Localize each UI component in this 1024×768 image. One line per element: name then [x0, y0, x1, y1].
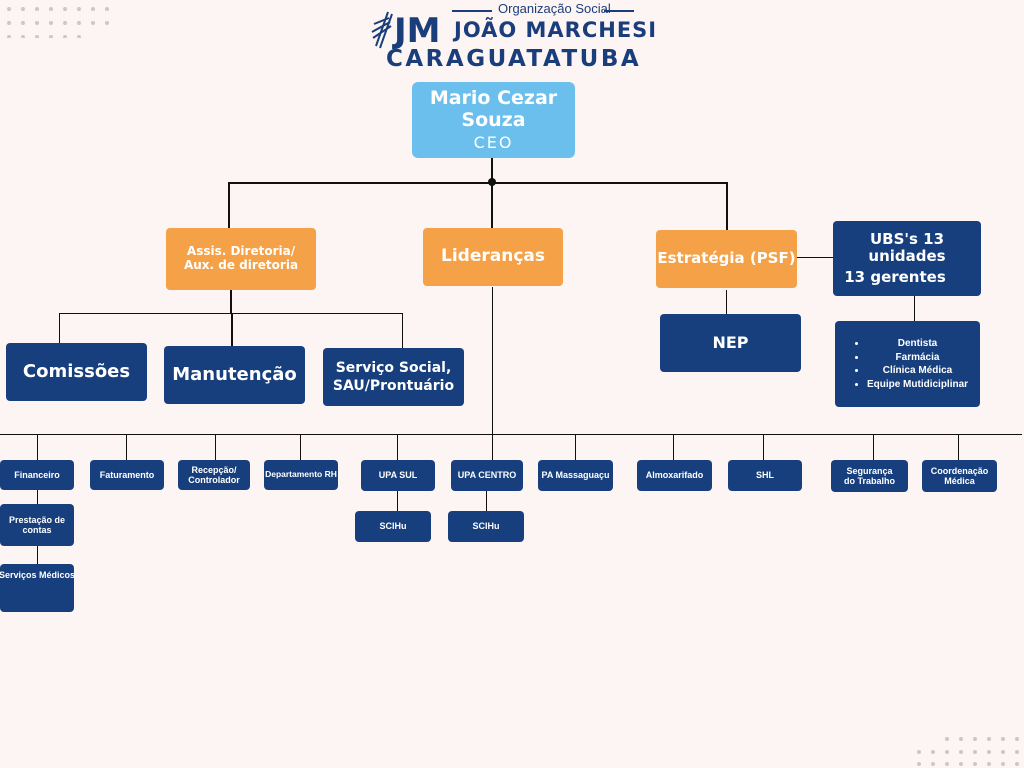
- connector: [37, 546, 38, 564]
- scihu-sul-node: SCIHu: [355, 511, 431, 542]
- rh-node: Departamento RH: [264, 460, 338, 490]
- liderancas-node: Lideranças: [423, 228, 563, 286]
- ceo-name: Mario Cezar Souza: [429, 86, 558, 131]
- connector: [397, 434, 398, 460]
- manutencao-node: Manutenção: [164, 346, 305, 404]
- logo-name: JOÃO MARCHESI: [454, 18, 658, 42]
- connector: [958, 434, 959, 460]
- ubs-service-item: Clínica Médica: [867, 365, 968, 377]
- connector: [797, 257, 833, 258]
- shl-node: SHL: [728, 460, 802, 491]
- seguranca-trabalho-node: Segurança do Trabalho: [831, 460, 908, 492]
- sau-prontuario-label: SAU/Prontuário: [332, 378, 455, 394]
- connector: [59, 313, 60, 343]
- prestacao-contas-node: Prestação de contas: [0, 504, 74, 546]
- ubs-services-node: Dentista Farmácia Clínica Médica Equipe …: [835, 321, 980, 407]
- scihu-centro-node: SCIHu: [448, 511, 524, 542]
- connector: [492, 287, 493, 434]
- connector: [763, 434, 764, 460]
- logo-city: CARAGUATATUBA: [386, 46, 642, 72]
- pa-massaguacu-node: PA Massaguaçu: [538, 460, 613, 491]
- connector: [491, 158, 493, 182]
- connector: [575, 434, 576, 460]
- dot-pattern-bottom-right: [917, 737, 1019, 766]
- connector: [491, 182, 493, 228]
- ceo-title: CEO: [473, 132, 514, 152]
- connector: [726, 290, 727, 314]
- ubs-units-label: UBS's 13 unidades: [868, 229, 946, 265]
- connector: [486, 491, 487, 511]
- ubs-services-list: Dentista Farmácia Clínica Médica Equipe …: [847, 336, 968, 392]
- connector: [228, 182, 230, 228]
- organization-logo: JM Organização Social JOÃO MARCHESI CARA…: [370, 0, 656, 72]
- financeiro-node: Financeiro: [0, 460, 74, 490]
- connector: [300, 434, 301, 460]
- connector: [726, 182, 728, 230]
- ubs-managers-label: 13 gerentes: [844, 268, 946, 287]
- ubs-service-item: Equipe Mutidiciplinar: [867, 379, 968, 391]
- ubs-node: UBS's 13 unidades 13 gerentes: [833, 221, 981, 296]
- faturamento-node: Faturamento: [90, 460, 164, 490]
- connector: [37, 434, 38, 460]
- connector: [228, 182, 728, 184]
- servicos-medicos-node: Serviços Médicos: [0, 564, 75, 612]
- connector: [492, 434, 493, 460]
- estrategia-psf-node: Estratégia (PSF): [656, 230, 797, 288]
- coordenacao-medica-node: Coordenação Médica: [922, 460, 997, 492]
- recepcao-node: Recepção/ Controlador: [178, 460, 250, 490]
- connector: [397, 491, 398, 511]
- svg-text:JM: JM: [392, 11, 438, 51]
- connector: [0, 434, 1022, 435]
- upa-sul-node: UPA SUL: [361, 460, 435, 491]
- ubs-service-item: Dentista: [867, 338, 968, 350]
- connector: [126, 434, 127, 460]
- comissoes-node: Comissões: [6, 343, 147, 401]
- connector: [215, 434, 216, 460]
- upa-centro-node: UPA CENTRO: [451, 460, 523, 491]
- servico-social-label: Serviço Social,: [335, 359, 452, 376]
- connector: [231, 313, 233, 346]
- servico-social-node: Serviço Social, SAU/Prontuário: [323, 348, 464, 406]
- connector: [673, 434, 674, 460]
- assistant-director-node: Assis. Diretoria/ Aux. de diretoria: [166, 228, 316, 290]
- profile-head-icon: JM: [371, 11, 438, 51]
- connector: [914, 291, 915, 321]
- connector: [37, 490, 38, 504]
- logo-org-label: Organização Social: [498, 1, 611, 16]
- ubs-service-item: Farmácia: [867, 352, 968, 364]
- dot-pattern-top-left: [7, 7, 109, 38]
- logo-rule-right: [604, 10, 634, 12]
- ceo-node: Mario Cezar Souza CEO: [412, 82, 575, 158]
- almoxarifado-node: Almoxarifado: [637, 460, 712, 491]
- connector: [230, 289, 232, 313]
- connector: [402, 313, 403, 348]
- logo-rule-left: [452, 10, 492, 12]
- connector: [873, 434, 874, 460]
- nep-node: NEP: [660, 314, 801, 372]
